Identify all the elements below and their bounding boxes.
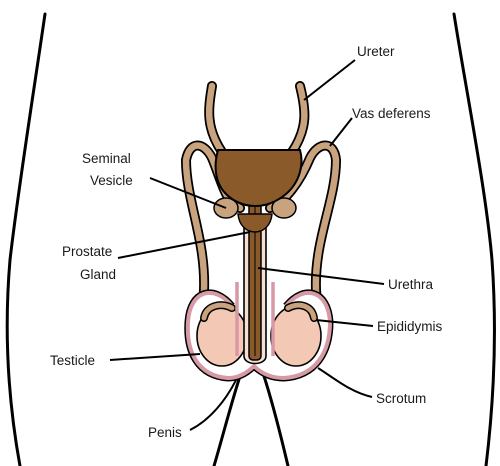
- leader-penis: [190, 380, 236, 430]
- right-leg-contour: [262, 370, 288, 466]
- label-ureter: Ureter: [357, 44, 395, 59]
- label-vas-deferens: Vas deferens: [352, 106, 431, 121]
- leader-scrotum: [318, 368, 372, 397]
- right-body-contour: [454, 14, 494, 466]
- label-scrotum: Scrotum: [376, 391, 426, 406]
- leader-testicle: [110, 354, 200, 360]
- label-epididymis: Epididymis: [377, 319, 443, 334]
- label-testicle: Testicle: [50, 353, 95, 368]
- label-urethra: Urethra: [388, 277, 434, 292]
- label-vesicle: Vesicle: [90, 173, 133, 188]
- leader-prostate: [118, 232, 250, 258]
- left-leg-contour: [214, 370, 242, 466]
- label-prostate: Prostate: [62, 244, 112, 259]
- ureters: [209, 86, 304, 152]
- label-seminal: Seminal: [82, 151, 131, 166]
- label-penis: Penis: [148, 425, 182, 440]
- leader-vas-deferens: [330, 118, 352, 146]
- leader-ureter: [304, 60, 355, 100]
- prostate-gland: [238, 214, 272, 232]
- left-body-contour: [7, 14, 45, 466]
- label-gland: Gland: [80, 267, 116, 282]
